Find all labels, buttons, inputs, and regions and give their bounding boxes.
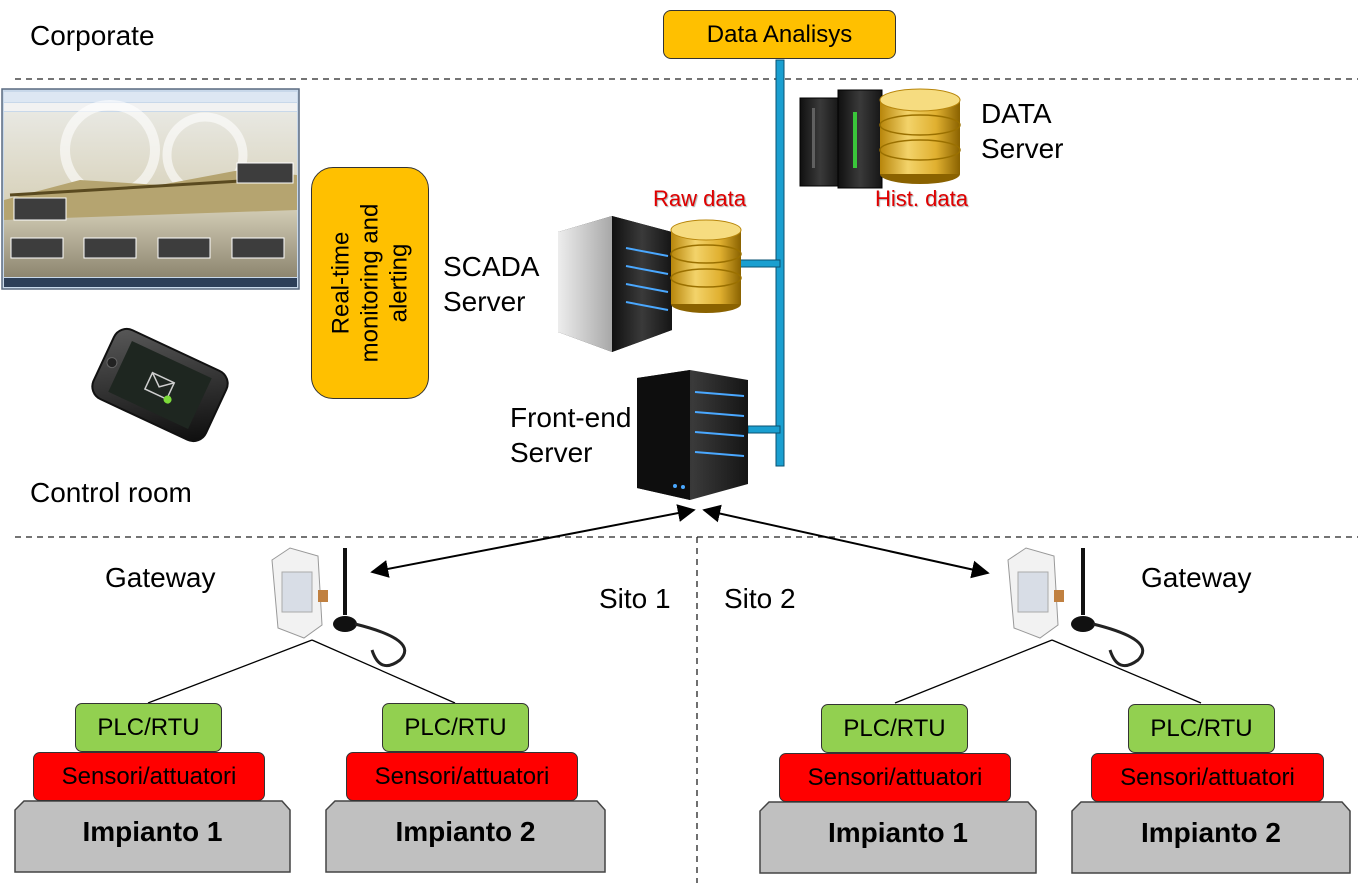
link-arrow-site2 (702, 504, 990, 579)
realtime-line2: monitoring and (356, 203, 384, 363)
smartphone-image (91, 327, 229, 443)
plant-bases (14, 800, 1351, 874)
zone-label-corporate: Corporate (30, 20, 155, 51)
sensors-box-s1-2: Sensori/attuatori (346, 752, 578, 801)
plant-base-s1-1 (14, 800, 291, 873)
plc-rtu-box-s1-1: PLC/RTU (75, 703, 222, 752)
data-server-label-line2: Server (981, 133, 1064, 164)
gateway-label-right: Gateway (1141, 562, 1252, 593)
realtime-line1: Real-time (327, 231, 355, 335)
data-analysis-box: Data Analisys (663, 10, 896, 59)
sensors-label: Sensori/attuatori (1120, 763, 1295, 791)
data-server-image (799, 88, 961, 189)
scada-server-image (558, 216, 742, 352)
data-server-label-line1: DATA (981, 98, 1052, 129)
plc-rtu-box-s1-2: PLC/RTU (382, 703, 529, 752)
frontend-server-label-line1: Front-end (510, 402, 632, 433)
plc-rtu-box-s2-1: PLC/RTU (821, 704, 968, 753)
zone-label-site1: Sito 1 (599, 583, 671, 614)
plc-rtu-label: PLC/RTU (843, 714, 946, 742)
plc-rtu-label: PLC/RTU (97, 713, 200, 741)
plant-label-s1-1: Impianto 1 (82, 816, 223, 847)
realtime-monitoring-text: Real-time monitoring and alerting (327, 204, 414, 363)
scada-server-label-line2: Server (443, 286, 526, 317)
realtime-line3: alerting (385, 243, 413, 323)
plant-label-s1-2: Impianto 2 (395, 816, 536, 847)
plc-rtu-label: PLC/RTU (1150, 714, 1253, 742)
plant-base-s2-2 (1071, 801, 1351, 874)
link-arrow-site1 (370, 504, 696, 578)
plc-rtu-label: PLC/RTU (404, 713, 507, 741)
plc-rtu-box-s2-2: PLC/RTU (1128, 704, 1275, 753)
sensors-box-s2-1: Sensori/attuatori (779, 753, 1011, 802)
frontend-server-image (637, 370, 748, 500)
data-analysis-label: Data Analisys (706, 20, 853, 48)
zone-label-site2: Sito 2 (724, 583, 796, 614)
sensors-label: Sensori/attuatori (374, 762, 550, 790)
gateway-plc-links (147, 639, 1202, 704)
sensors-label: Sensori/attuatori (61, 762, 237, 790)
network-bus (737, 59, 785, 467)
hist-data-label: Hist. data (875, 186, 968, 211)
zone-label-control-room: Control room (30, 477, 192, 508)
raw-data-label: Raw data (653, 186, 746, 211)
sensors-label: Sensori/attuatori (807, 763, 983, 791)
gateway-label-left: Gateway (105, 562, 216, 593)
frontend-server-label-line2: Server (510, 437, 593, 468)
plant-base-s1-2 (325, 800, 606, 873)
plant-label-s2-2: Impianto 2 (1140, 817, 1281, 848)
plant-label-s2-1: Impianto 1 (827, 817, 968, 848)
plant-base-s2-1 (759, 801, 1037, 874)
sensors-box-s2-2: Sensori/attuatori (1091, 753, 1324, 802)
monitoring-screen-image (1, 88, 300, 290)
realtime-monitoring-box: Real-time monitoring and alerting (311, 167, 429, 399)
sensors-box-s1-1: Sensori/attuatori (33, 752, 265, 801)
gateway-device-right (1007, 547, 1145, 668)
scada-server-label-line1: SCADA (443, 251, 540, 282)
gateway-device-left (271, 547, 407, 668)
